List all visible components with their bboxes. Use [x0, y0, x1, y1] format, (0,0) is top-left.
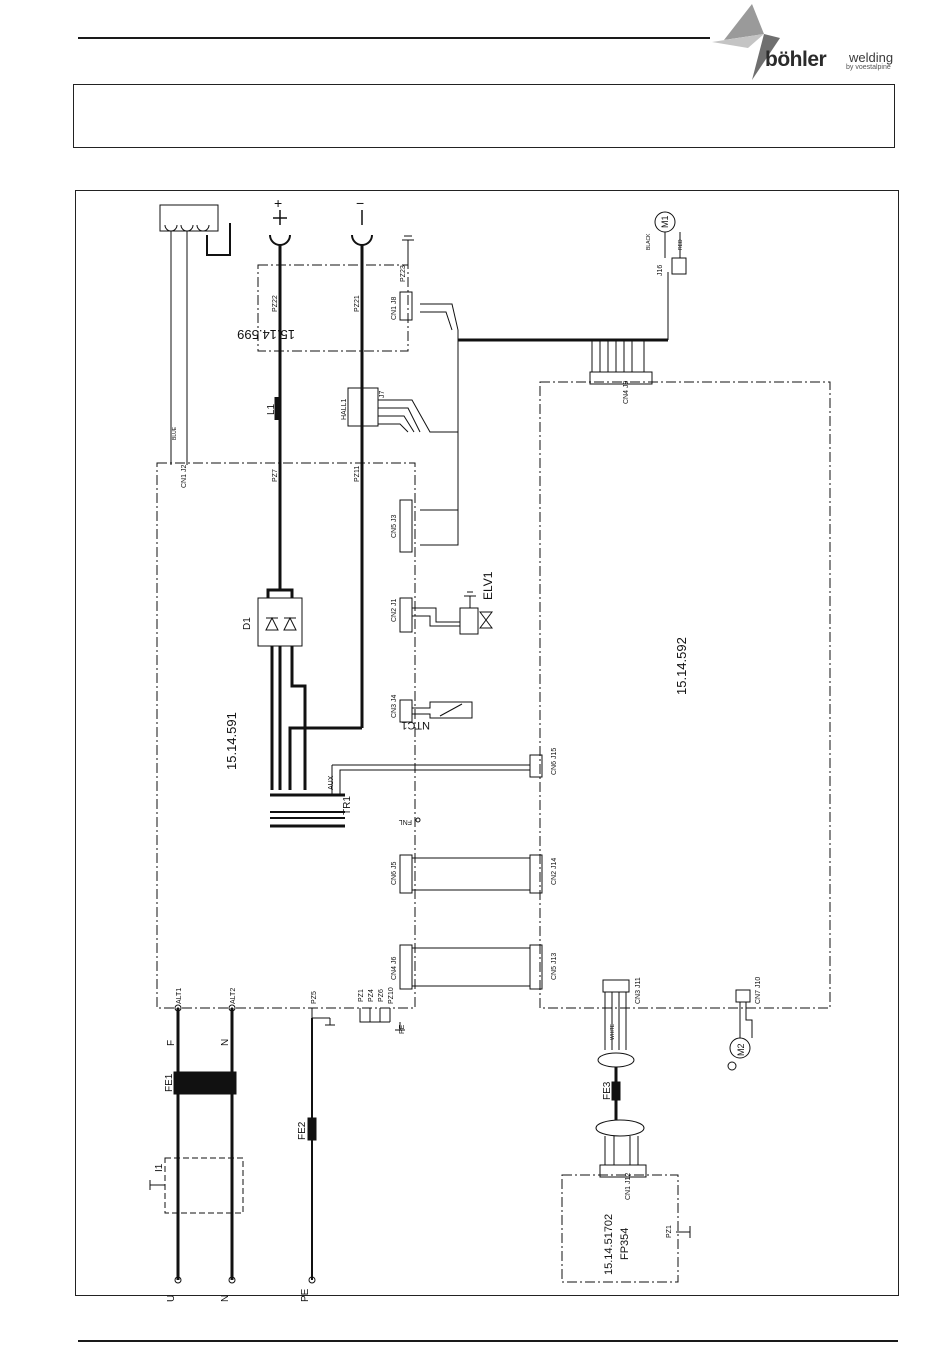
logo-icon: [712, 4, 780, 80]
label-minus: −: [356, 195, 364, 211]
label-pe-small: PE: [399, 1024, 406, 1034]
label-fe1: FE1: [164, 1073, 175, 1092]
label-cn3-j4: CN3 J4: [391, 695, 398, 718]
label-pz5: PZ5: [311, 991, 318, 1004]
label-j16: J16: [657, 265, 664, 276]
label-pz4: PZ4: [368, 989, 375, 1002]
connector-j16: [671, 257, 687, 275]
label-hall1: HALL1: [341, 398, 348, 420]
label-pz22: PZ22: [272, 295, 279, 312]
label-wire-red: RED: [678, 239, 684, 250]
label-pz6: PZ6: [378, 989, 385, 1002]
label-fe2: FE2: [297, 1121, 308, 1140]
label-cn4-j6: CN4 J6: [391, 957, 398, 980]
label-cn6-j5: CN6 J5: [391, 862, 398, 885]
hall-sensor: [347, 387, 379, 427]
rectifier-d1: [257, 597, 303, 647]
label-l1: L1: [266, 403, 277, 415]
label-elv1: ELV1: [481, 571, 495, 600]
footer-rule: [78, 1340, 898, 1342]
label-pz10: PZ10: [388, 987, 395, 1004]
label-tr1: TR1: [342, 796, 353, 815]
label-i1: I1: [154, 1163, 165, 1172]
label-wire-white: WHITE: [610, 1023, 616, 1040]
diagram-frame: [75, 190, 899, 1296]
label-pz7: PZ7: [272, 469, 279, 482]
board-591-outline: [156, 462, 416, 1009]
label-cn1-j2: CN1 J2: [181, 465, 188, 488]
label-fnl: FNL: [399, 818, 412, 825]
label-cn2-j1: CN2 J1: [391, 599, 398, 622]
label-cn3-j11: CN3 J11: [635, 977, 642, 1004]
label-wire-black: BLACK: [646, 233, 652, 250]
label-pz23: PZ23: [400, 265, 407, 282]
label-cn2-j14: CN2 J14: [551, 858, 558, 885]
label-cn5-j13: CN5 J13: [551, 953, 558, 980]
brand-sub: by voestalpine: [846, 64, 891, 71]
label-cn4-j9: CN4 J9: [623, 381, 630, 404]
brand-name: böhler: [765, 48, 827, 71]
label-fp-name: FP354: [619, 1228, 631, 1260]
label-j7: J7: [379, 391, 386, 399]
board-592-outline: [539, 381, 831, 1009]
label-cn1-j12: CN1 J12: [625, 1173, 632, 1200]
label-n: N: [220, 1039, 231, 1046]
label-plus: +: [274, 195, 282, 211]
label-board-591: 15.14.591: [224, 712, 239, 770]
label-fp-code: 15.14.51702: [603, 1214, 615, 1275]
label-board-592: 15.14.592: [674, 637, 689, 695]
label-cn7-j10: CN7 J10: [755, 977, 762, 1004]
label-alt2: ALT2: [230, 988, 237, 1004]
ferrite-fe1: [173, 1071, 237, 1095]
label-m2: M2: [736, 1043, 746, 1056]
label-pz1-fp: PZ1: [666, 1225, 673, 1238]
label-cn6-j15: CN6 J15: [551, 748, 558, 775]
board-fp354-outline: [561, 1174, 679, 1283]
label-cn1-j8: CN1 J8: [391, 297, 398, 320]
brand-suffix: welding: [849, 50, 894, 65]
board-599-outline: [257, 264, 409, 352]
label-pe: PE: [300, 1288, 311, 1302]
label-ntc1: NTC1: [401, 719, 430, 731]
label-alt1: ALT1: [176, 988, 183, 1004]
label-wire-blue: BLUE: [172, 426, 178, 440]
label-m1: M1: [660, 215, 670, 228]
title-box: [73, 84, 895, 148]
header-rule: [78, 37, 710, 39]
ferrite-fe2: [307, 1117, 317, 1141]
label-f: F: [166, 1040, 177, 1046]
label-pz21: PZ21: [354, 295, 361, 312]
label-d1: D1: [242, 617, 253, 630]
socket-box: [159, 204, 219, 232]
label-pz11: PZ11: [354, 466, 361, 482]
label-n-bottom: N: [220, 1295, 231, 1302]
label-pz1: PZ1: [358, 989, 365, 1002]
label-u: U: [166, 1295, 177, 1302]
label-cn5-j3: CN5 J3: [391, 515, 398, 538]
label-board-599: 15.14.599: [237, 327, 295, 342]
label-fe3: FE3: [602, 1081, 613, 1100]
label-aux: AUX: [328, 775, 335, 790]
